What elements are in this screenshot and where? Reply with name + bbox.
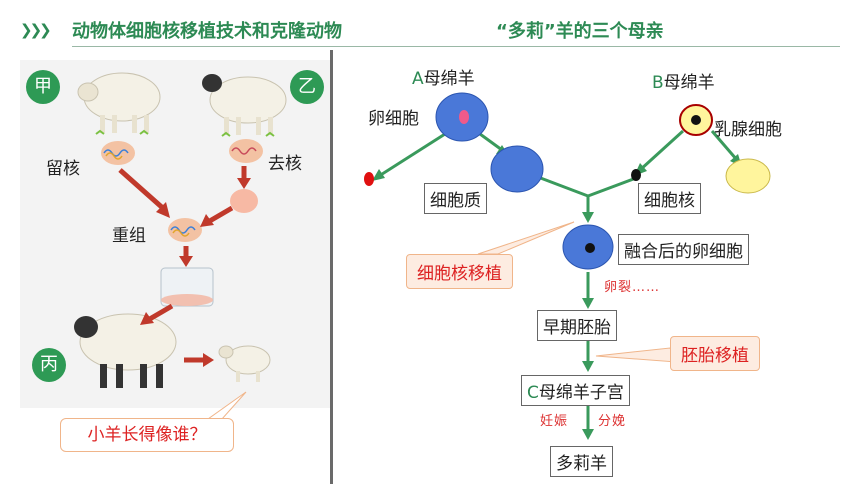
nucleus-cell-jia-icon <box>101 141 135 165</box>
fused-egg-cell-icon <box>562 224 614 270</box>
question-callout: 小羊长得像谁？ <box>60 418 234 452</box>
process-arrows-icon <box>118 166 251 367</box>
uterus-box: C母绵羊子宫 <box>521 375 630 406</box>
recombined-cell-icon <box>168 218 202 242</box>
fused-egg-box: 融合后的卵细胞 <box>618 234 749 265</box>
mammary-cytoplasm-icon <box>725 158 771 194</box>
culture-dish-icon <box>160 267 214 307</box>
nuclear-transfer-callout: 细胞核移植 <box>406 254 513 289</box>
uterus-text: 母绵羊子宫 <box>538 383 624 403</box>
label-yi: 乙 <box>290 70 324 104</box>
pregnancy-label: 妊娠 <box>540 414 569 429</box>
cytoplasm-box: 细胞质 <box>424 183 487 214</box>
ewe-b-label: B母绵羊 <box>652 68 715 93</box>
ewe-a-label: A母绵羊 <box>412 64 475 89</box>
embryo-transfer-pointer-icon <box>595 347 677 363</box>
egg-cell-a-icon <box>435 92 489 142</box>
nucleus-box: 细胞核 <box>638 183 701 214</box>
label-jia: 甲 <box>26 70 60 104</box>
mammary-cell-label: 乳腺细胞 <box>714 120 782 140</box>
mammary-cell-b-icon <box>679 104 713 136</box>
label-keep-nucleus: 留核 <box>46 159 80 179</box>
cleavage-label: 卵裂…… <box>604 280 661 295</box>
label-recombine: 重组 <box>112 226 146 246</box>
page-subtitle: “多莉”羊的三个母亲 <box>496 21 664 42</box>
ewe-b-text: 母绵羊 <box>663 73 715 93</box>
ewe-b-letter: B <box>652 73 664 93</box>
header-bar: ❯❯❯ 动物体细胞核移植技术和克隆动物 “多莉”羊的三个母亲 <box>0 0 860 52</box>
enucleated-egg-icon <box>230 189 258 213</box>
lamb-icon <box>218 345 271 382</box>
ewe-a-text: 母绵羊 <box>423 69 475 89</box>
early-embryo-box: 早期胚胎 <box>537 310 617 341</box>
nuclear-transfer-pointer-icon <box>477 221 575 255</box>
delivery-label: 分娩 <box>598 414 627 429</box>
sheep-yi-icon <box>202 74 287 137</box>
embryo-transfer-callout: 胚胎移植 <box>670 336 760 371</box>
cytoplasm-cell-icon <box>490 145 544 193</box>
nucleus-cell-yi-icon <box>229 139 263 163</box>
chevron-icon: ❯❯❯ <box>20 21 52 39</box>
label-remove-nucleus: 去核 <box>268 154 302 174</box>
header-divider <box>72 46 840 47</box>
page-title: 动物体细胞核移植技术和克隆动物 <box>72 21 342 42</box>
transferred-nucleus-icon <box>631 169 641 181</box>
question-pointer-icon <box>206 391 247 420</box>
sheep-jia-icon <box>77 72 161 135</box>
panel-divider <box>330 50 333 484</box>
ewe-c-letter: C <box>527 383 539 403</box>
ewe-a-letter: A <box>412 69 424 89</box>
egg-cell-label: 卵细胞 <box>368 109 419 129</box>
sheep-bing-icon <box>74 313 177 388</box>
dolly-box: 多莉羊 <box>550 446 613 477</box>
label-bing: 丙 <box>32 348 66 382</box>
removed-nucleus-icon <box>364 172 374 186</box>
